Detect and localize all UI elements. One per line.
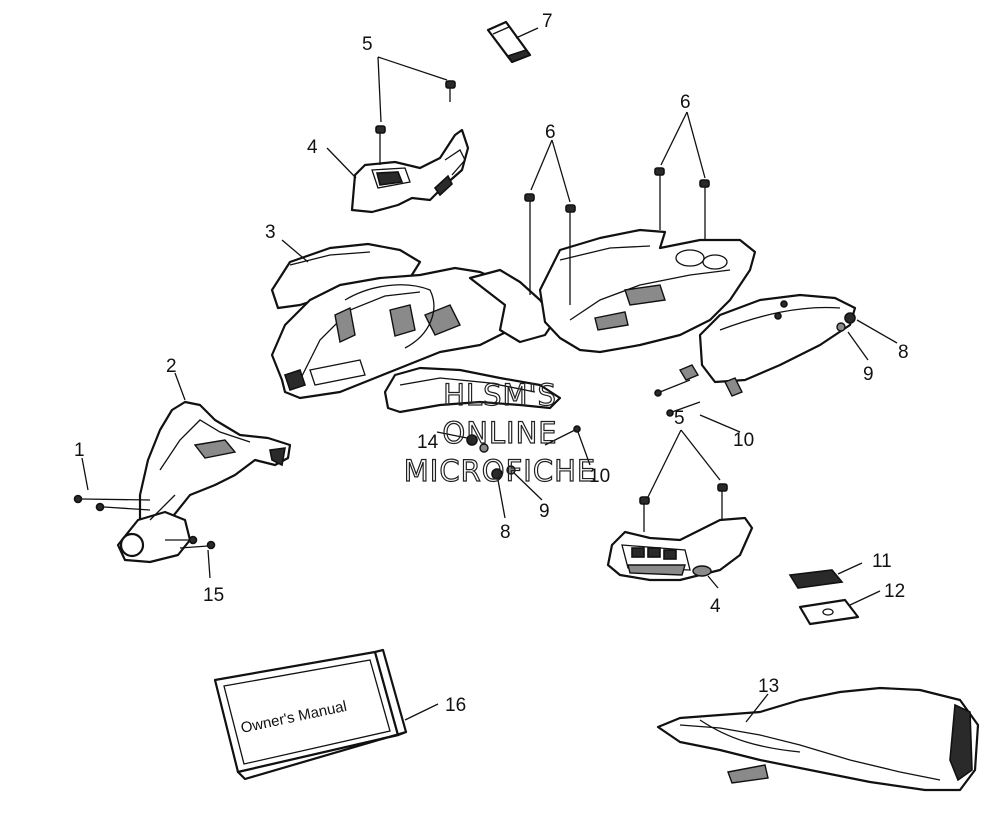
watermark: HLSM'S ONLINE MICROFICHE <box>403 377 596 488</box>
callout-4-lower: 4 <box>710 596 721 617</box>
callout-5-lower: 5 <box>674 408 685 429</box>
callout-4-upper: 4 <box>307 137 318 158</box>
part-12-plate <box>798 598 860 626</box>
callout-11: 11 <box>872 551 892 572</box>
part-11-decal <box>788 569 844 589</box>
callout-13: 13 <box>758 676 779 697</box>
part-7-pad <box>486 20 532 64</box>
part-3-main-body <box>270 228 857 414</box>
callout-labels: 1 2 3 4 5 7 6 6 8 9 10 14 10 9 8 5 4 11 … <box>74 11 909 716</box>
part-2-front-bumper <box>116 400 292 564</box>
callout-1: 1 <box>74 440 85 461</box>
part-13-seat <box>656 686 980 792</box>
callout-16: 16 <box>445 695 466 716</box>
callout-9-center: 9 <box>539 501 550 522</box>
callout-5-upper: 5 <box>362 34 373 55</box>
callout-9-right: 9 <box>863 364 874 385</box>
watermark-line-3: MICROFICHE <box>404 454 596 488</box>
watermark-line-2: ONLINE <box>442 416 557 450</box>
callout-3: 3 <box>265 222 276 243</box>
screws-6 <box>524 167 710 305</box>
callout-2: 2 <box>166 356 177 377</box>
screws-5-lower <box>639 483 728 532</box>
leader-lines <box>81 27 898 723</box>
callout-8-right: 8 <box>898 342 909 363</box>
callout-14: 14 <box>417 432 439 453</box>
part-4-side-panel-lower <box>606 516 754 582</box>
callout-10-right: 10 <box>733 430 754 451</box>
part-16-owners-manual: Owner's Manual <box>213 648 408 781</box>
fasteners-center <box>466 425 581 480</box>
callout-6-right: 6 <box>680 92 691 113</box>
fasteners-right <box>654 312 856 417</box>
callout-8-center: 8 <box>500 522 511 543</box>
callout-15: 15 <box>203 585 224 606</box>
callout-10-center: 10 <box>589 466 610 487</box>
part-4-side-panel-upper <box>350 128 470 214</box>
callout-6-left: 6 <box>545 122 556 143</box>
screws-1-15 <box>73 494 216 550</box>
screws-5-upper <box>375 80 456 165</box>
watermark-line-1: HLSM'S <box>443 378 557 412</box>
callout-7: 7 <box>542 11 553 32</box>
callout-12: 12 <box>884 581 905 602</box>
